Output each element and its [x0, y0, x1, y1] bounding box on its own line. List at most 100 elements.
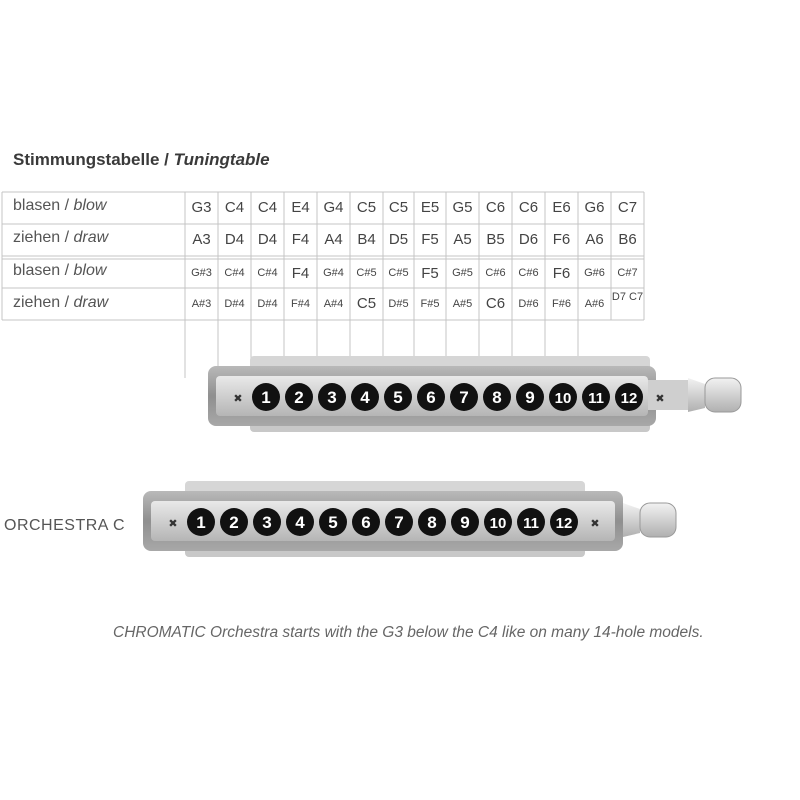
- tuning-cell: F5: [421, 265, 439, 282]
- tuning-cell: C#7: [617, 267, 638, 279]
- hole-number: 7: [394, 513, 403, 532]
- hole-12: [550, 508, 578, 536]
- tuning-cell: C#6: [485, 267, 506, 279]
- tuning-cell: G6: [584, 199, 605, 216]
- tuning-cell: E6: [552, 199, 571, 216]
- caption: CHROMATIC Orchestra starts with the G3 b…: [113, 624, 704, 641]
- hole-number: 12: [621, 390, 638, 407]
- tuning-cell: G3: [191, 199, 212, 216]
- hole-6: [352, 508, 380, 536]
- tuning-cell: F#6: [552, 298, 571, 310]
- hole-8: [418, 508, 446, 536]
- tuning-cell: C#5: [388, 267, 409, 279]
- row-label-blow-2: blasen / blow: [13, 262, 107, 279]
- hole-number: 11: [523, 515, 539, 532]
- tuning-cell: C#4: [224, 267, 245, 279]
- screw-icon: ✖: [233, 393, 242, 405]
- tuning-cell: D#4: [257, 298, 278, 310]
- hole-number: 2: [294, 388, 303, 407]
- tuning-cell: F6: [552, 231, 571, 248]
- tuning-cell: B4: [357, 231, 376, 248]
- tuning-cell: F#5: [420, 298, 440, 310]
- hole-1: [187, 508, 215, 536]
- tuning-cell: F5: [421, 231, 439, 248]
- screw-icon: ✖: [655, 393, 664, 405]
- hole-number: 10: [490, 515, 507, 532]
- tuning-cell: E4: [291, 199, 310, 216]
- tuning-cell: F4: [291, 265, 310, 282]
- hole-9: [451, 508, 479, 536]
- hole-2: [220, 508, 248, 536]
- tuning-cell: G4: [323, 199, 344, 216]
- tuning-cell: D4: [224, 231, 245, 248]
- hole-number: 1: [196, 513, 205, 532]
- tuning-cell: A#5: [452, 298, 473, 310]
- hole-number: 9: [525, 388, 534, 407]
- hole-4: [286, 508, 314, 536]
- tuning-cell: D5: [388, 231, 409, 248]
- tuning-cell: C6: [485, 199, 506, 216]
- hole-number: 3: [327, 388, 336, 407]
- hole-3: [318, 383, 346, 411]
- tuning-cell: C6: [485, 295, 506, 312]
- hole-9: [516, 383, 544, 411]
- hole-11: [582, 383, 610, 411]
- hole-4: [351, 383, 379, 411]
- tuning-cell: F#4: [291, 298, 310, 310]
- tuning-cell: A#4: [323, 298, 344, 310]
- row-label-draw-1: ziehen / draw: [13, 229, 109, 246]
- tuning-cell: A4: [324, 231, 343, 248]
- hole-1: [252, 383, 280, 411]
- tuning-cell: D4: [257, 231, 278, 248]
- tuning-cell: C5: [356, 295, 377, 312]
- hole-number: 8: [427, 513, 436, 532]
- tuning-cell: A3: [192, 231, 211, 248]
- tuning-cell: B6: [618, 231, 637, 248]
- tuning-cell: D#6: [518, 298, 539, 310]
- tuning-cell: C#5: [356, 267, 377, 279]
- hole-11: [517, 508, 545, 536]
- tuning-cell: E5: [420, 199, 440, 216]
- tuning-cell: C5: [356, 199, 377, 216]
- orchestra-label: ORCHESTRA C: [4, 517, 126, 534]
- tuning-cell: C#4: [257, 267, 278, 279]
- hole-3: [253, 508, 281, 536]
- tuning-cell: D#4: [224, 298, 245, 310]
- screw-icon: ✖: [168, 518, 177, 530]
- tuning-cell: G#4: [323, 267, 344, 279]
- tuning-cell: A#6: [584, 298, 605, 310]
- tuning-cell: C4: [257, 199, 278, 216]
- hole-8: [483, 383, 511, 411]
- hole-6: [417, 383, 445, 411]
- tuning-cell: D6: [518, 231, 539, 248]
- tuning-cell: D#5: [388, 298, 409, 310]
- tuning-cell: F4: [291, 231, 310, 248]
- hole-number: 2: [229, 513, 238, 532]
- hole-7: [385, 508, 413, 536]
- tuning-cell: C6: [518, 199, 539, 216]
- hole-12: [615, 383, 643, 411]
- page-title: Stimmungstabelle / Tuningtable: [13, 150, 270, 170]
- hole-number: 9: [460, 513, 469, 532]
- hole-number: 8: [492, 388, 501, 407]
- title-italic: Tuningtable: [173, 150, 270, 169]
- hole-number: 5: [328, 513, 337, 532]
- hole-10: [549, 383, 577, 411]
- hole-number: 11: [588, 390, 604, 407]
- tuning-cell: C7: [617, 199, 638, 216]
- screw-icon: ✖: [590, 518, 599, 530]
- hole-number: 5: [393, 388, 402, 407]
- hole-5: [319, 508, 347, 536]
- hole-number: 4: [360, 388, 370, 407]
- hole-number: 1: [261, 388, 270, 407]
- tuning-cell: D7 C7: [611, 291, 644, 303]
- hole-number: 10: [555, 390, 572, 407]
- tuning-cell: G#6: [584, 267, 605, 279]
- hole-5: [384, 383, 412, 411]
- hole-number: 4: [295, 513, 305, 532]
- tuning-cell: G#5: [452, 267, 473, 279]
- tuning-cell: A6: [585, 231, 604, 248]
